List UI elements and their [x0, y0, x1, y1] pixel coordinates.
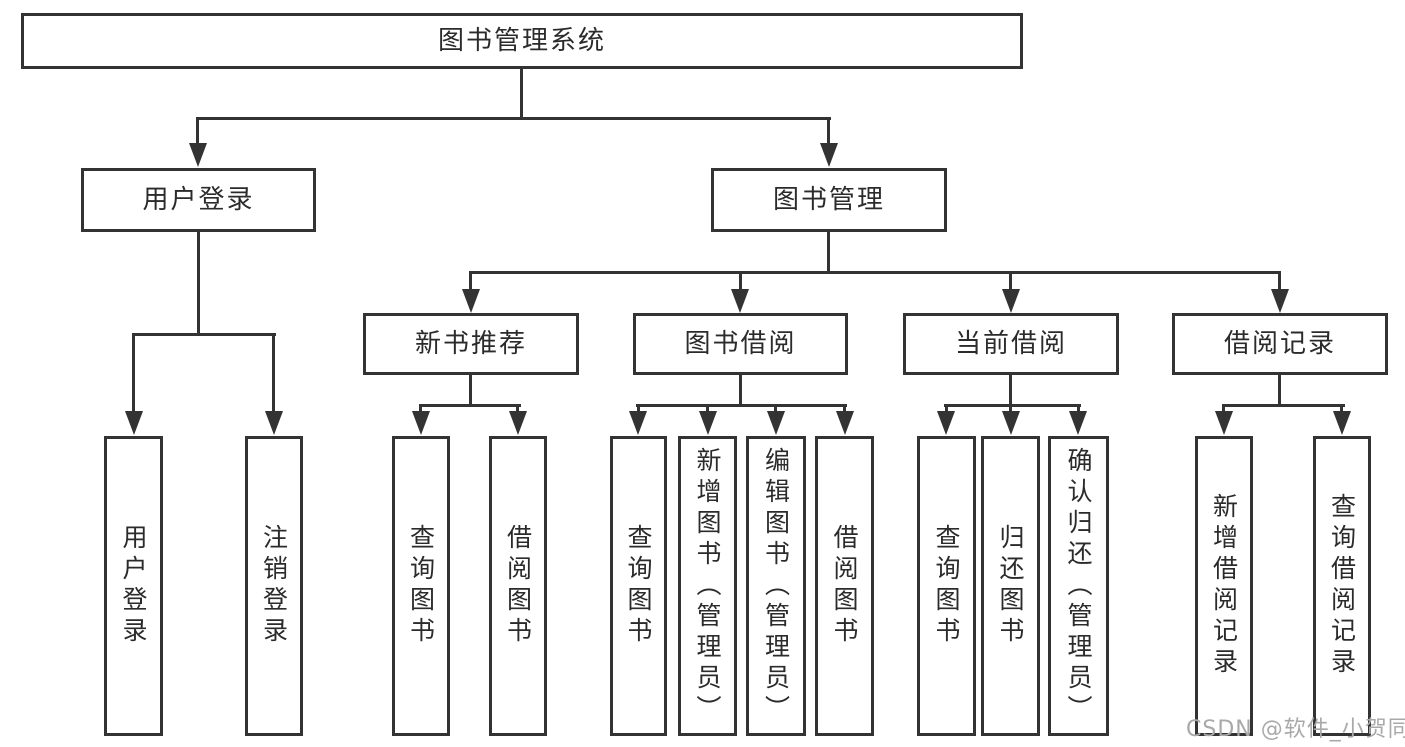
leaf-logout-label: 注销登录	[259, 524, 289, 648]
node-borrow-records-label: 借阅记录	[1223, 329, 1336, 359]
arrow-down-icon	[1002, 411, 1020, 435]
arrow-down-icon	[699, 411, 717, 435]
arrow-down-icon	[462, 289, 480, 313]
connector-line	[1340, 404, 1343, 414]
arrow-down-icon	[731, 289, 749, 313]
node-root-label: 图书管理系统	[437, 26, 606, 56]
leaf-add-books-admin-label: 新增图书（管理员）	[693, 446, 722, 726]
connector-line	[944, 404, 1081, 407]
arrow-down-icon	[1215, 411, 1233, 435]
connector-line	[637, 404, 640, 414]
leaf-edit-books-admin-label: 编辑图书（管理员）	[761, 446, 791, 726]
connector-line	[1009, 271, 1012, 292]
leaf-query-books-borrow-label: 查询图书	[624, 524, 653, 648]
connector-line	[196, 117, 199, 146]
leaf-add-borrow-record: 新增借阅记录	[1195, 436, 1253, 736]
connector-line	[196, 117, 831, 120]
connector-line	[1222, 404, 1225, 414]
connector-line	[197, 232, 200, 336]
connector-line	[706, 404, 709, 414]
node-new-book-recommend-label: 新书推荐	[414, 329, 527, 359]
connector-line	[1222, 404, 1345, 407]
arrow-down-icon	[125, 411, 143, 435]
node-borrow-records: 借阅记录	[1172, 313, 1388, 375]
arrow-down-icon	[1002, 289, 1020, 313]
connector-line	[827, 232, 830, 274]
arrow-down-icon	[412, 411, 430, 435]
connector-line	[419, 404, 521, 407]
connector-line	[739, 271, 742, 292]
connector-line	[739, 375, 742, 407]
connector-line	[469, 375, 472, 407]
connector-line	[516, 404, 519, 414]
node-user-login: 用户登录	[81, 168, 316, 232]
leaf-edit-books-admin: 编辑图书（管理员）	[746, 436, 806, 736]
node-book-management: 图书管理	[711, 168, 947, 232]
arrow-down-icon	[937, 411, 955, 435]
connector-line	[1077, 404, 1080, 414]
connector-line	[636, 404, 847, 407]
arrow-down-icon	[820, 143, 838, 167]
connector-line	[945, 404, 948, 414]
connector-line	[1278, 375, 1281, 407]
connector-line	[419, 404, 422, 414]
connector-line	[827, 117, 830, 146]
arrow-down-icon	[1271, 289, 1289, 313]
watermark: CSDN @软件_小贺同学	[1186, 717, 1405, 742]
connector-line	[1278, 271, 1281, 292]
leaf-add-borrow-record-label: 新增借阅记录	[1209, 493, 1239, 679]
arrow-down-icon	[265, 411, 283, 435]
node-user-login-label: 用户登录	[142, 185, 255, 215]
connector-line	[843, 404, 846, 414]
leaf-query-books-recommend-label: 查询图书	[406, 524, 436, 648]
node-book-management-label: 图书管理	[772, 185, 885, 215]
connector-line	[1009, 404, 1012, 414]
node-current-borrow-label: 当前借阅	[954, 329, 1067, 359]
leaf-confirm-return-admin-label: 确认归还（管理员）	[1064, 446, 1093, 726]
node-root: 图书管理系统	[21, 13, 1023, 69]
connector-line	[132, 333, 135, 413]
arrow-down-icon	[509, 411, 527, 435]
leaf-confirm-return-admin: 确认归还（管理员）	[1048, 436, 1109, 736]
connector-line	[469, 271, 472, 292]
leaf-borrow-books-recommend-label: 借阅图书	[503, 524, 533, 648]
arrow-down-icon	[836, 411, 854, 435]
node-current-borrow: 当前借阅	[903, 313, 1119, 375]
leaf-borrow-books: 借阅图书	[815, 436, 874, 736]
leaf-logout: 注销登录	[245, 436, 303, 736]
connector-line	[132, 333, 276, 336]
leaf-query-books-borrow: 查询图书	[610, 436, 667, 736]
leaf-return-books: 归还图书	[981, 436, 1040, 736]
connector-line	[520, 69, 523, 120]
connector-line	[469, 271, 1281, 274]
leaf-user-login: 用户登录	[104, 436, 163, 736]
node-book-borrow: 图书借阅	[633, 313, 848, 375]
leaf-query-books-recommend: 查询图书	[392, 436, 450, 736]
connector-line	[774, 404, 777, 414]
leaf-query-books-current-label: 查询图书	[932, 524, 961, 648]
arrow-down-icon	[189, 143, 207, 167]
connector-line	[1009, 375, 1012, 407]
connector-line	[272, 333, 275, 413]
leaf-query-borrow-record-label: 查询借阅记录	[1327, 493, 1357, 679]
leaf-add-books-admin: 新增图书（管理员）	[678, 436, 737, 736]
arrow-down-icon	[629, 411, 647, 435]
leaf-query-books-current: 查询图书	[917, 436, 976, 736]
arrow-down-icon	[767, 411, 785, 435]
leaf-borrow-books-label: 借阅图书	[830, 524, 859, 648]
arrow-down-icon	[1069, 411, 1087, 435]
arrow-down-icon	[1333, 411, 1351, 435]
node-book-borrow-label: 图书借阅	[684, 329, 797, 359]
leaf-user-login-label: 用户登录	[119, 524, 148, 648]
node-new-book-recommend: 新书推荐	[363, 313, 579, 375]
leaf-query-borrow-record: 查询借阅记录	[1313, 436, 1371, 736]
leaf-borrow-books-recommend: 借阅图书	[489, 436, 547, 736]
leaf-return-books-label: 归还图书	[996, 524, 1025, 648]
